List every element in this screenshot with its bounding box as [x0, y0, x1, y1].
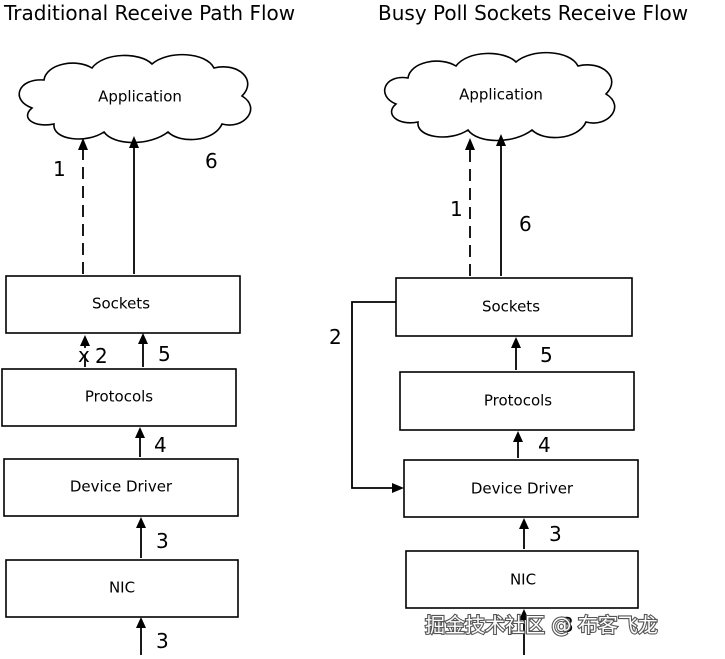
protocols-label-right: Protocols	[484, 392, 552, 410]
device-driver-box	[3, 458, 239, 517]
protocols-label: Protocols	[85, 388, 153, 406]
arrow-2-block-mark: x	[78, 343, 90, 367]
label-1: 1	[53, 157, 66, 181]
arrow-3-upper-head	[136, 517, 146, 528]
label-5-right: 5	[540, 343, 553, 367]
arrow-2-busy-poll	[351, 301, 396, 489]
arrow-1-head-right	[465, 138, 475, 150]
arrow-1-head	[78, 138, 88, 150]
arrow-5-head-right	[511, 337, 521, 348]
application-cloud-right	[384, 51, 616, 142]
application-label: Application	[98, 88, 182, 106]
arrow-3-lower-head-right	[519, 609, 529, 620]
device-driver-label: Device Driver	[70, 478, 173, 496]
arrow-3-lower-head	[136, 617, 146, 628]
application-cloud	[18, 53, 252, 144]
label-3-lower: 3	[156, 629, 169, 653]
traditional-flow: Traditional Receive Path Flow Applicatio…	[1, 1, 295, 655]
arrow-4-head-right	[513, 431, 523, 442]
label-3-upper-right: 3	[549, 522, 562, 546]
sockets-box	[5, 275, 241, 334]
label-4-right: 4	[538, 433, 551, 457]
busy-poll-title: Busy Poll Sockets Receive Flow	[378, 1, 688, 25]
sockets-label-right: Sockets	[482, 298, 540, 316]
arrow-6-head-right	[496, 134, 506, 146]
protocols-box-right	[399, 371, 635, 431]
label-1-right: 1	[450, 197, 463, 221]
nic-label-right: NIC	[510, 571, 536, 589]
nic-box	[5, 559, 239, 618]
nic-box-right	[405, 550, 639, 609]
arrow-5-head	[138, 333, 148, 344]
label-2-right: 2	[329, 325, 342, 349]
label-6-right: 6	[519, 212, 532, 236]
protocols-box	[1, 368, 237, 427]
nic-label: NIC	[109, 579, 135, 597]
traditional-title: Traditional Receive Path Flow	[3, 1, 295, 25]
arrow-2-head	[80, 335, 90, 346]
label-4: 4	[154, 433, 167, 457]
label-6: 6	[205, 149, 218, 173]
arrow-2-head-right	[392, 483, 404, 493]
arrow-3-upper-head-right	[519, 518, 529, 529]
sockets-label: Sockets	[92, 295, 150, 313]
label-2: 2	[95, 344, 108, 368]
busy-poll-flow: Busy Poll Sockets Receive Flow Applicati…	[329, 1, 688, 655]
label-3-upper: 3	[156, 529, 169, 553]
label-3-lower-right: 3	[561, 613, 574, 637]
arrow-6-head	[129, 136, 139, 148]
sockets-box-right	[395, 277, 633, 337]
watermark: 掘金技术社区 @ 布客飞龙	[425, 613, 658, 637]
application-label-right: Application	[459, 86, 543, 104]
label-5: 5	[158, 342, 171, 366]
device-driver-label-right: Device Driver	[471, 480, 574, 498]
arrow-4-head	[135, 427, 145, 438]
device-driver-box-right	[403, 459, 639, 518]
